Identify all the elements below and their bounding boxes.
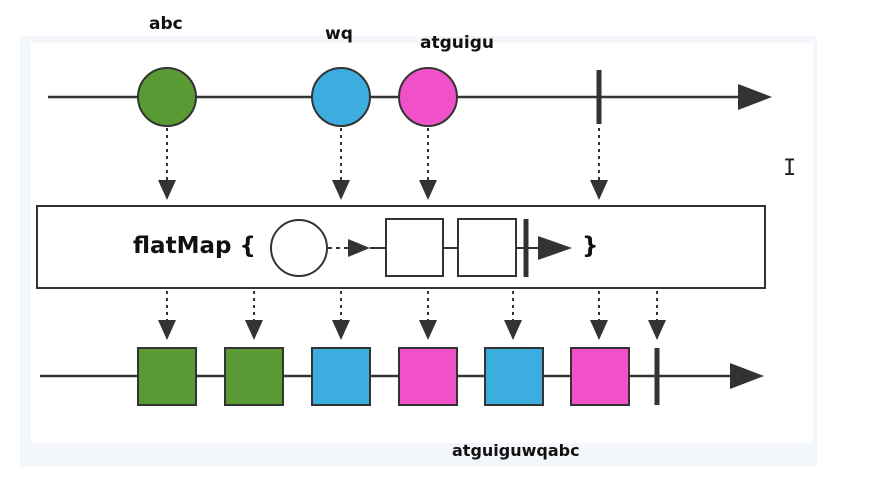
output-item-1	[137, 347, 197, 406]
operator-name: flatMap {	[133, 233, 256, 259]
label-abc: abc	[149, 14, 183, 34]
operator-close-brace: }	[582, 233, 599, 259]
marble-atguigu	[398, 67, 458, 127]
top-arrowheads	[158, 180, 608, 200]
output-item-4	[398, 347, 458, 406]
marble-abc	[137, 67, 197, 127]
operator-output-square-1	[385, 218, 444, 277]
text-cursor-icon: I	[783, 156, 797, 181]
bottom-dotted-arrows	[166, 291, 658, 322]
operator-arrowhead-2	[538, 236, 572, 260]
bottom-arrowheads	[158, 320, 666, 340]
output-item-5	[484, 347, 544, 406]
label-wq: wq	[325, 24, 353, 44]
output-item-2	[224, 347, 284, 406]
top-dotted-arrows	[166, 128, 600, 182]
output-timeline-arrowhead	[730, 363, 764, 389]
output-item-6	[570, 347, 630, 406]
operator-arrowhead-1	[348, 239, 370, 257]
input-timeline-arrowhead	[738, 84, 772, 110]
operator-output-square-2	[457, 218, 517, 277]
label-result: atguiguwqabc	[452, 441, 580, 460]
operator-input-circle	[270, 219, 328, 277]
marble-wq	[311, 67, 371, 127]
output-item-3	[311, 347, 371, 406]
label-atguigu: atguigu	[420, 33, 494, 53]
